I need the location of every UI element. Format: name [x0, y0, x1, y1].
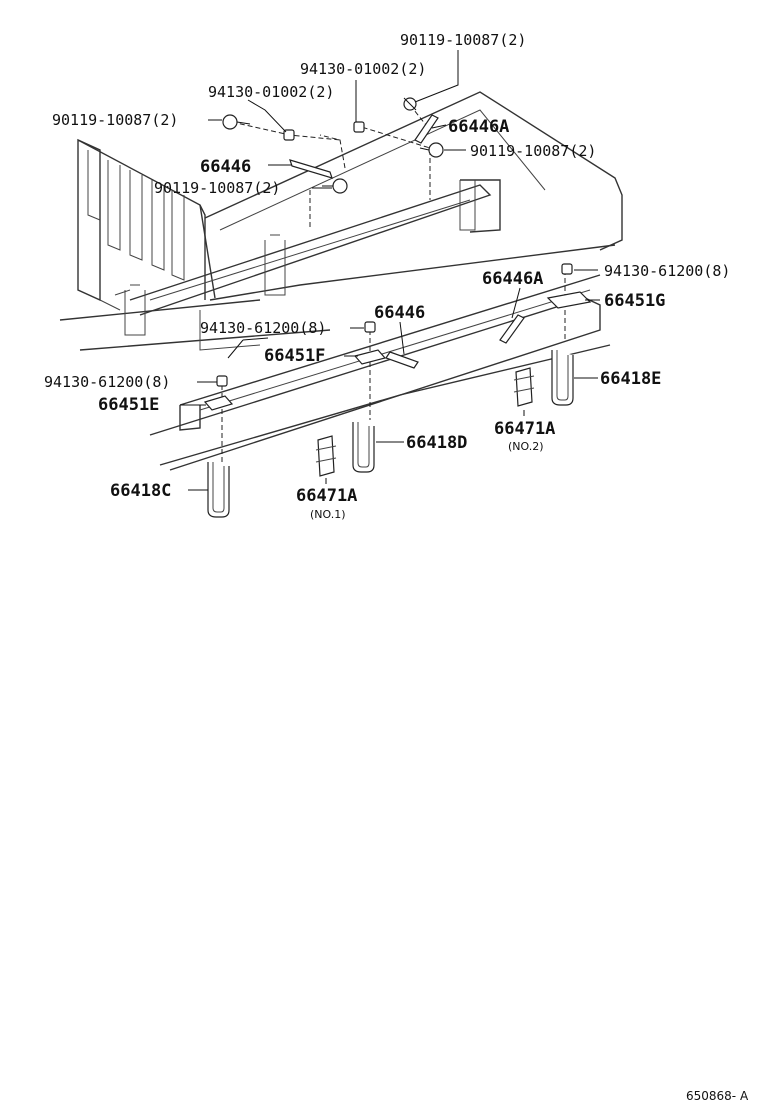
u-bolt-icon — [352, 422, 375, 473]
label-clamp-no2: (NO.2) — [508, 440, 544, 453]
bracket-icon — [499, 314, 525, 344]
hardware-parts — [203, 97, 592, 518]
part-labels: 90119-10087(2) 94130-01002(2) 94130-0100… — [44, 31, 730, 521]
bolt-icon — [403, 97, 417, 111]
label-nut-right: 94130-61200(8) — [604, 262, 730, 280]
label-nut-left: 94130-61200(8) — [44, 373, 170, 391]
nut-icon — [364, 321, 376, 333]
label-bracket-66446a-right: 66446A — [482, 269, 543, 289]
bolt-icon — [322, 178, 348, 194]
clamp-icon — [513, 367, 535, 407]
bracket-icon — [414, 114, 439, 144]
truck-bed-body — [59, 91, 623, 351]
reference-code: 650868- A — [686, 1089, 749, 1103]
label-nut-center: 94130-61200(8) — [200, 319, 326, 337]
bracket-icon — [289, 159, 333, 179]
label-clamp-no1: (NO.1) — [310, 508, 346, 521]
nut-icon — [353, 121, 365, 133]
u-bolt-icon — [551, 350, 574, 406]
label-plate-66451g: 66451G — [604, 291, 665, 311]
label-nut-top-left: 94130-01002(2) — [208, 83, 334, 101]
nut-icon — [561, 263, 573, 275]
leader-lines — [180, 50, 600, 491]
bracket-icon — [385, 351, 419, 369]
label-nut-top-center: 94130-01002(2) — [300, 60, 426, 78]
label-bolt-top-left: 90119-10087(2) — [52, 111, 178, 129]
label-bracket-66446a-top: 66446A — [448, 117, 509, 137]
label-bolt-top-right: 90119-10087(2) — [400, 31, 526, 49]
label-bracket-66446-left: 66446 — [200, 157, 251, 177]
bolt-icon — [419, 142, 444, 158]
label-plate-66451e: 66451E — [98, 395, 159, 415]
label-ubolt-66418c: 66418C — [110, 481, 171, 501]
plate-icon — [546, 291, 592, 309]
label-bolt-mid-right: 90119-10087(2) — [470, 142, 596, 160]
label-clamp-66471a-right: 66471A — [494, 419, 555, 439]
bolt-icon — [222, 114, 251, 130]
u-bolt-icon — [207, 462, 230, 518]
nut-icon — [216, 375, 228, 387]
label-ubolt-66418e: 66418E — [600, 369, 661, 389]
nut-icon — [283, 129, 295, 141]
plate-icon — [353, 349, 387, 365]
label-plate-66451f: 66451F — [264, 346, 325, 366]
label-clamp-66471a-left: 66471A — [296, 486, 357, 506]
plate-icon — [203, 395, 234, 411]
label-bolt-mid-left: 90119-10087(2) — [154, 179, 280, 197]
label-bracket-66446-center: 66446 — [374, 303, 425, 323]
sub-frame-rail — [149, 274, 611, 471]
label-ubolt-66418d: 66418D — [406, 433, 467, 453]
clamp-icon — [315, 435, 337, 477]
